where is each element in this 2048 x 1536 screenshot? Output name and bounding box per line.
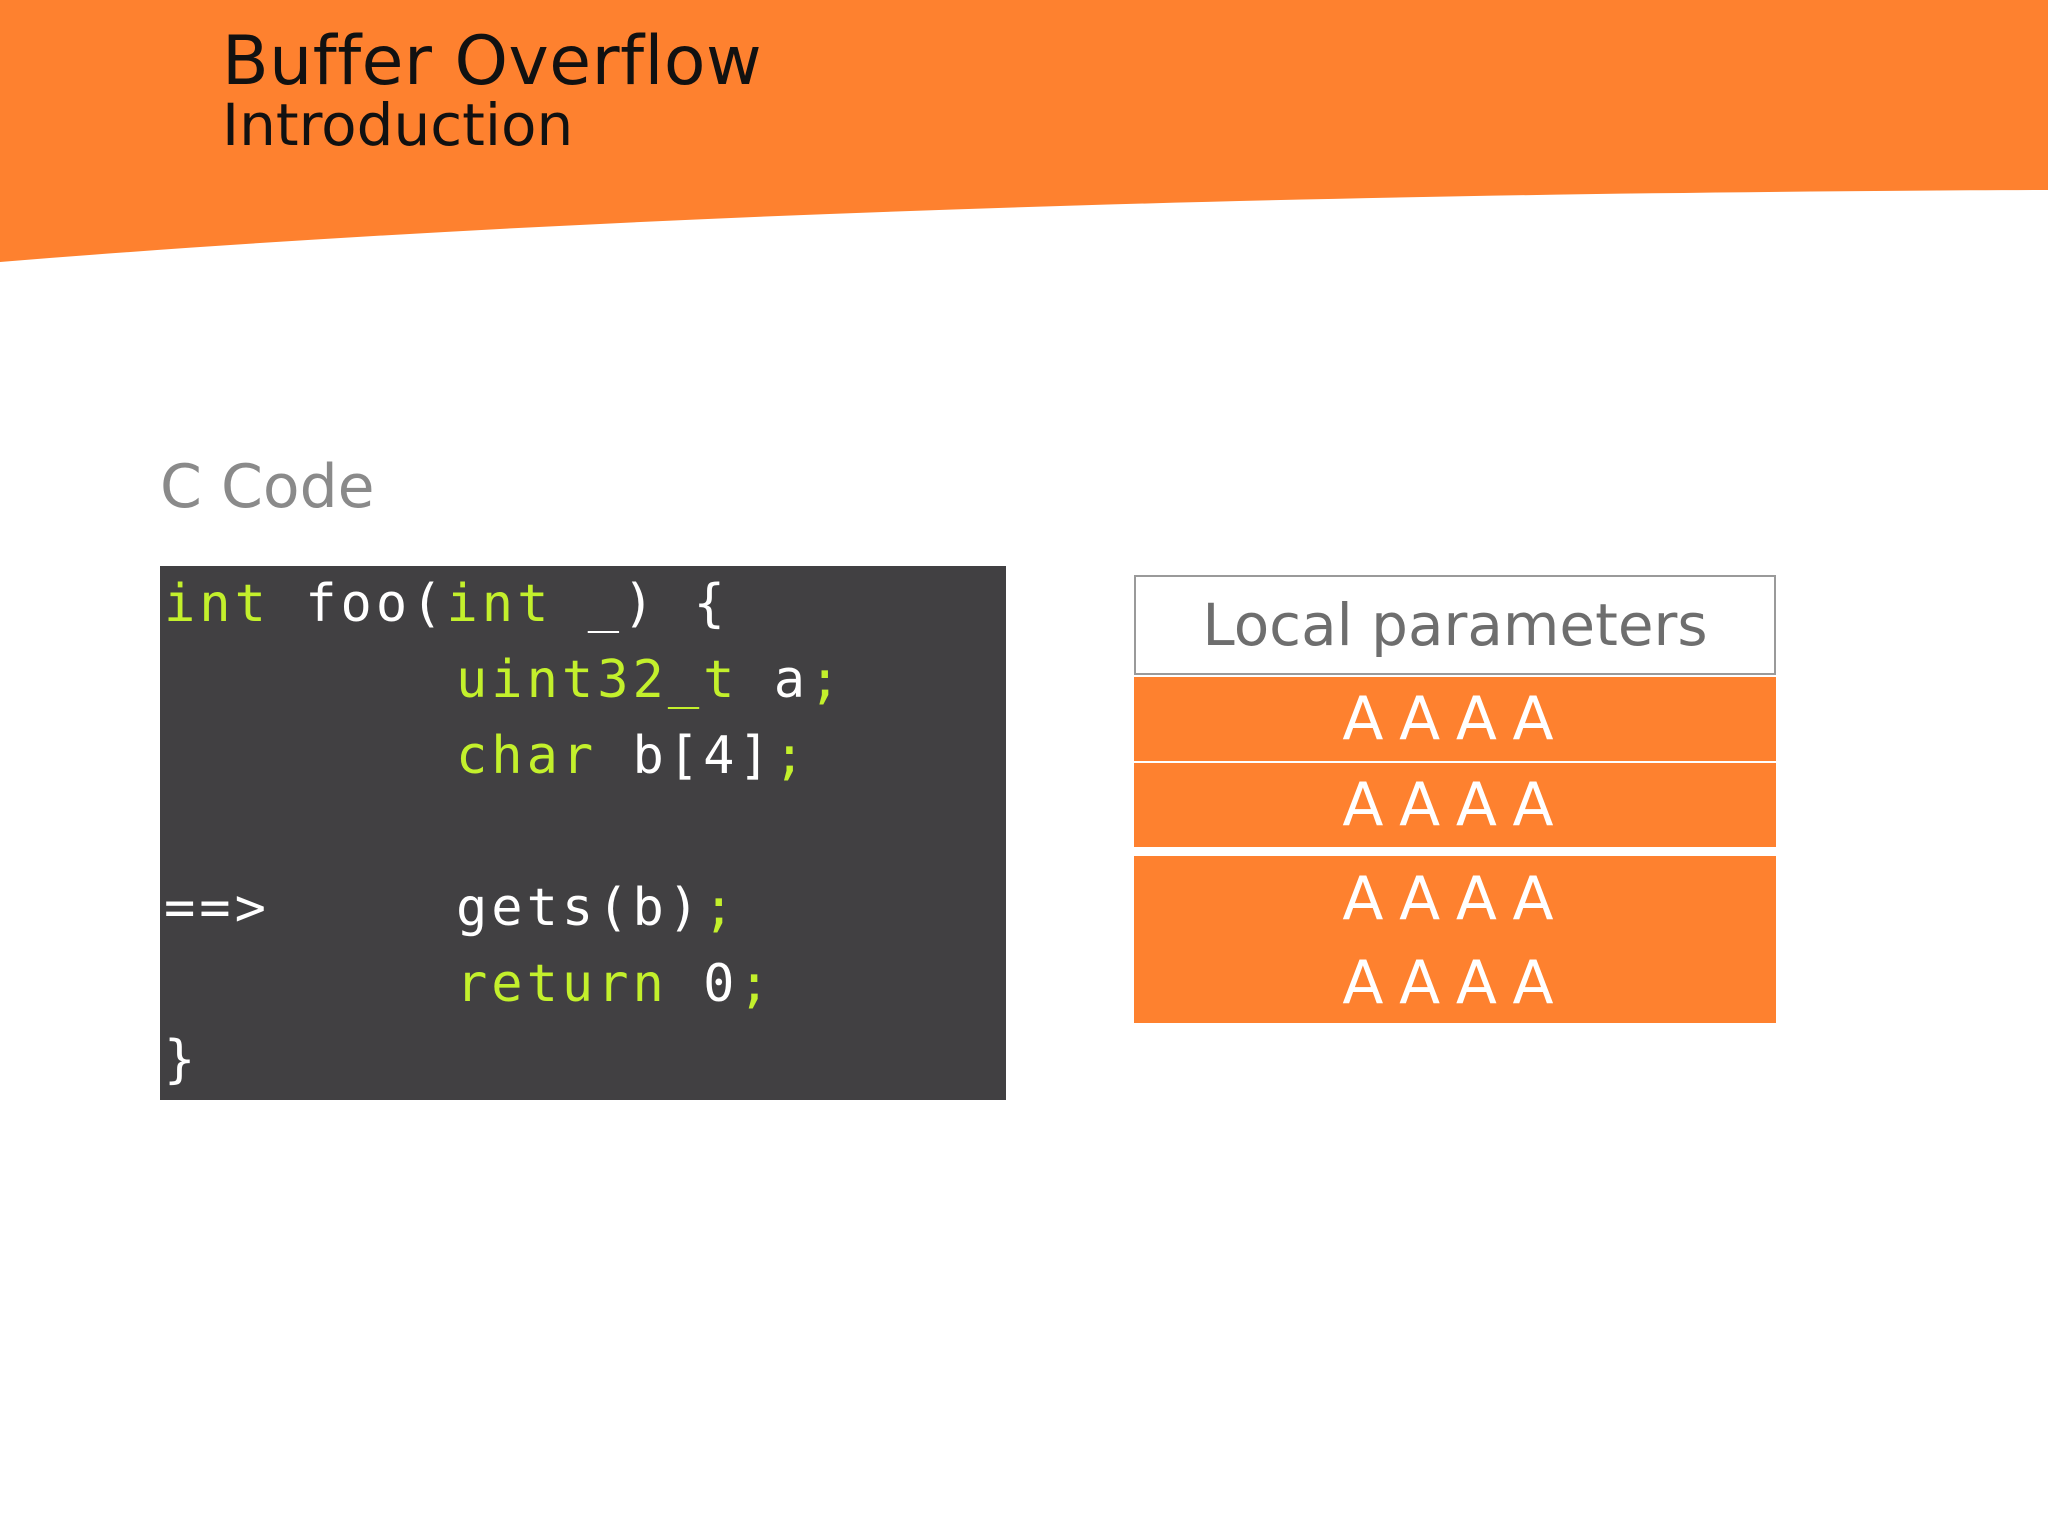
slide-subtitle: Introduction bbox=[222, 91, 574, 159]
stack-cell-text: AAAA bbox=[1342, 684, 1568, 754]
code-keyword: int bbox=[164, 574, 270, 634]
code-keyword: uint32_t bbox=[456, 650, 739, 710]
code-line-7: } bbox=[164, 1030, 200, 1090]
stack-cell-2: AAAA bbox=[1134, 763, 1776, 847]
code-arrow: ==> bbox=[164, 878, 270, 938]
code-line-1: int foo(int _) { bbox=[164, 566, 729, 642]
code-line-2: uint32_t a; bbox=[456, 642, 844, 718]
code-text: a bbox=[738, 650, 810, 710]
stack-cell-1: AAAA bbox=[1134, 677, 1776, 761]
code-text: gets(b) bbox=[456, 878, 704, 938]
slide-title: Buffer Overflow bbox=[222, 22, 763, 101]
stack-cell-text: AAAA bbox=[1342, 948, 1568, 1018]
stack-header: Local parameters bbox=[1134, 575, 1776, 675]
code-keyword: char bbox=[456, 726, 598, 786]
code-text: _) { bbox=[552, 574, 729, 634]
code-line-5: gets(b); bbox=[456, 870, 738, 946]
stack-cell-3: AAAA AAAA bbox=[1134, 856, 1776, 1023]
section-heading: C Code bbox=[160, 452, 375, 522]
code-keyword: return bbox=[456, 954, 668, 1014]
stack-cell-text: AAAA bbox=[1342, 864, 1568, 934]
code-text: foo( bbox=[269, 574, 447, 634]
code-punct: ; bbox=[703, 878, 739, 938]
code-line-6: return 0; bbox=[456, 946, 774, 1022]
code-punct: ; bbox=[738, 954, 774, 1014]
code-block: int foo(int _) { uint32_t a; char b[4]; … bbox=[160, 566, 1006, 1100]
stack-cell-text: AAAA bbox=[1342, 770, 1568, 840]
code-line-3: char b[4]; bbox=[456, 718, 809, 794]
code-punct: ; bbox=[809, 650, 845, 710]
code-text: b[4] bbox=[597, 726, 774, 786]
code-keyword: int bbox=[446, 574, 553, 634]
code-text: 0 bbox=[667, 954, 739, 1014]
code-punct: ; bbox=[773, 726, 810, 786]
header-band bbox=[0, 0, 2048, 262]
